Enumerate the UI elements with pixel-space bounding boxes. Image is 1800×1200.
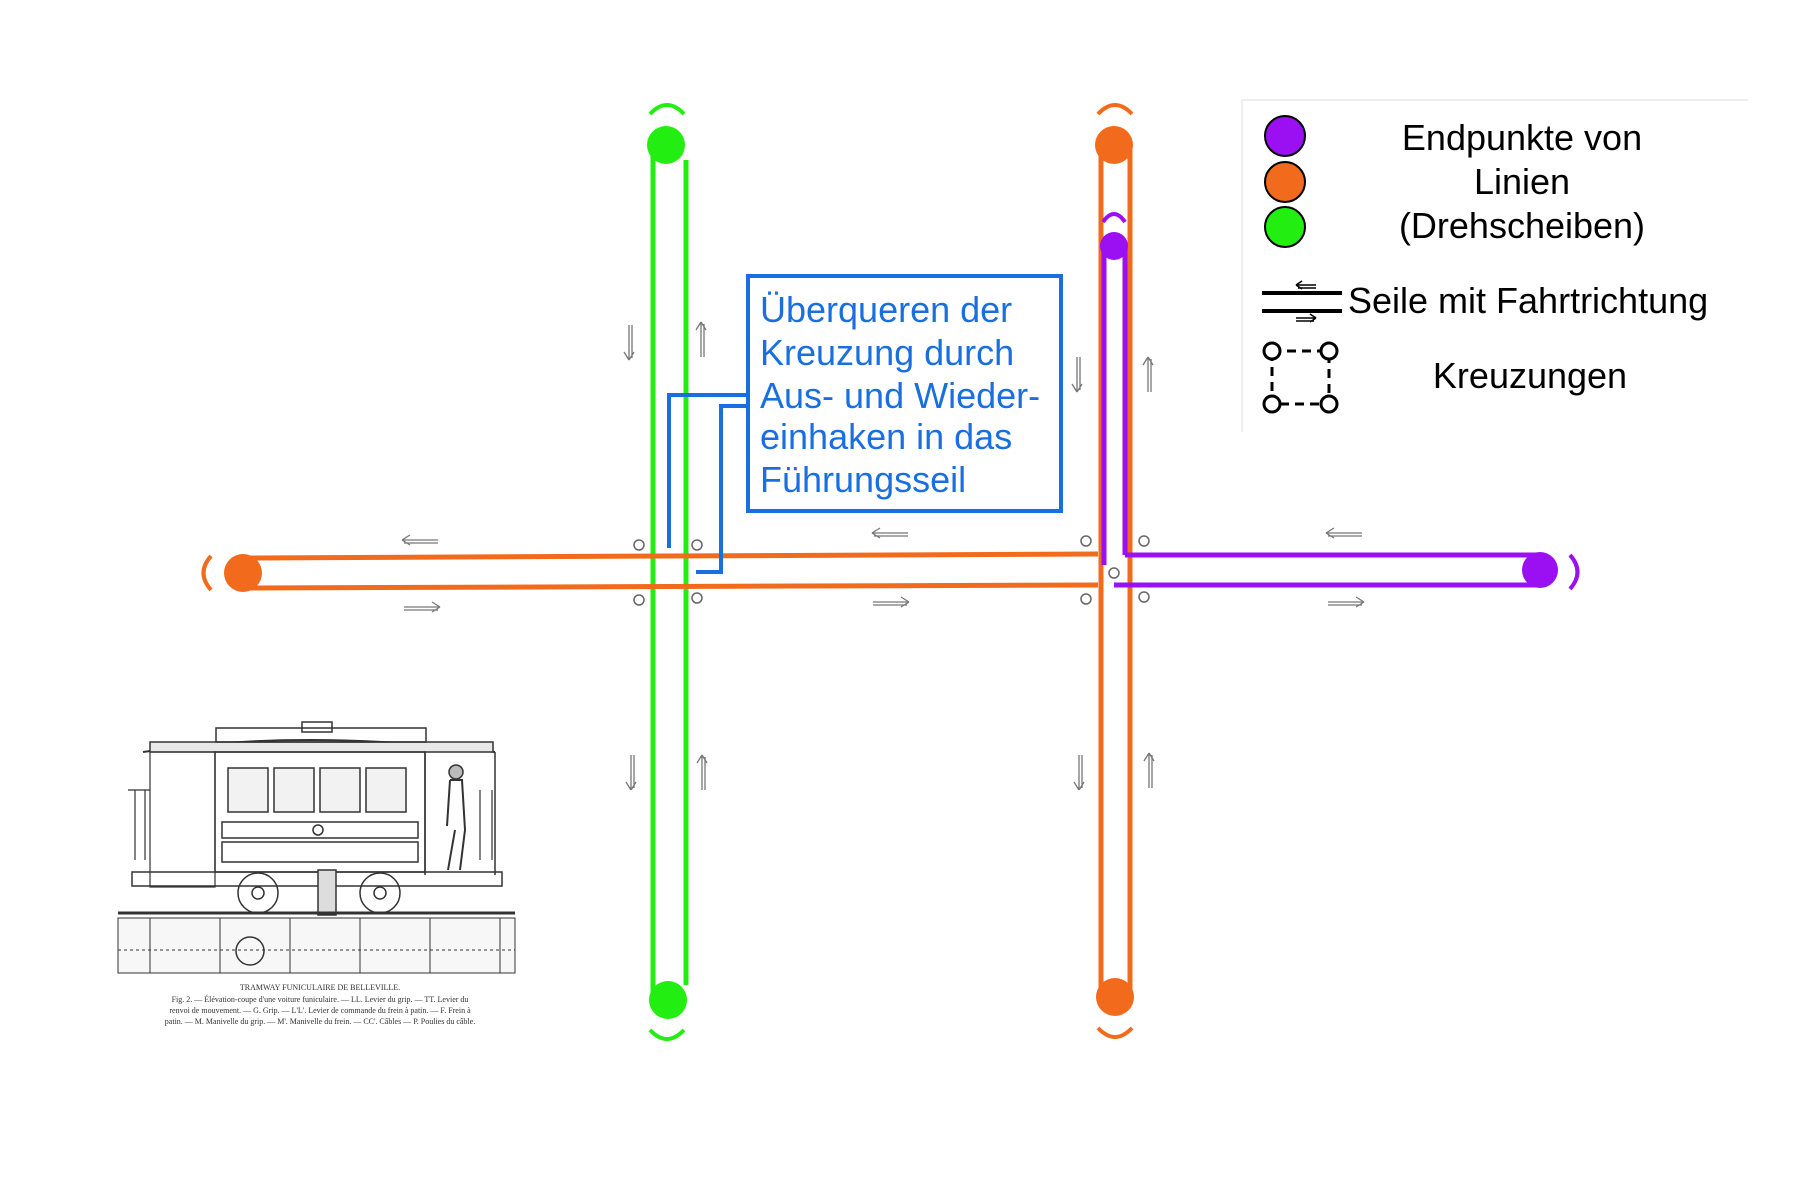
green-turntable-bottom-icon [648, 1028, 686, 1041]
crossing-ring-icon [1080, 535, 1092, 547]
callout-line-1: Überqueren der [760, 289, 1012, 330]
orange-endpoint-left [224, 554, 262, 592]
purple-endpoint-top [1100, 232, 1128, 260]
orange-horizontal-line [201, 551, 1099, 592]
arrow-right-icon [873, 596, 910, 608]
legend-crossings-label: Kreuzungen [1433, 355, 1627, 396]
crossing-ring-icon [1080, 593, 1092, 605]
arrow-up-icon [696, 754, 708, 790]
callout-leader-2 [696, 404, 748, 574]
callout-line-4: einhaken in das [760, 416, 1012, 457]
crossing-rings [633, 535, 1150, 606]
crossing-ring-icon [691, 592, 703, 604]
arrow-left-icon [1325, 527, 1362, 539]
legend: Endpunkte von Linien (Drehscheiben) Seil… [1241, 99, 1748, 432]
legend-endpoints-line1: Endpunkte von [1402, 117, 1642, 158]
purple-turntable-right-icon [1568, 553, 1580, 591]
green-endpoint-top [647, 126, 685, 164]
arrow-down-icon [1071, 357, 1083, 393]
arrow-down-icon [623, 325, 635, 361]
illustration-captions: TRAMWAY FUNICULAIRE DE BELLEVILLE. Fig. … [165, 983, 475, 1026]
legend-green-endpoint [1264, 206, 1306, 248]
callout-box [746, 274, 1063, 513]
legend-cables-label: Seile mit Fahrtrichtung [1348, 280, 1708, 321]
arrow-right-icon [404, 601, 441, 613]
orange-endpoint-top [1095, 126, 1133, 164]
illustration-caption-1: Fig. 2. — Élévation-coupe d'une voiture … [172, 994, 469, 1004]
crossing-ring-icon [633, 594, 645, 606]
legend-cable-icon [1262, 280, 1342, 323]
purple-endpoint-right [1522, 552, 1558, 588]
green-turntable-top-icon [648, 103, 686, 116]
direction-arrows [401, 321, 1365, 791]
green-endpoint-bottom [649, 981, 687, 1019]
callout-line-3: Aus- und Wieder- [760, 375, 1040, 416]
legend-endpoints-line3: (Drehscheiben) [1399, 205, 1645, 246]
callout: Überqueren der Kreuzung durch Aus- und W… [667, 274, 1063, 574]
legend-crossing-icon [1262, 341, 1339, 414]
legend-orange-endpoint [1264, 161, 1306, 203]
illustration-caption-2: renvoi de mouvement. — G. Grip. — L'L'. … [169, 1006, 471, 1015]
crossing-ring-icon [1138, 591, 1150, 603]
orange-turntable-bottom-icon [1096, 1026, 1134, 1039]
arrow-up-icon [1143, 752, 1155, 788]
orange-endpoint-bottom [1096, 978, 1134, 1016]
callout-line-5: Führungsseil [760, 459, 966, 500]
crossing-ring-icon [691, 539, 703, 551]
orange-cable-right [242, 582, 1099, 591]
purple-line [1100, 212, 1580, 591]
illustration-caption-3: patin. — M. Manivelle du grip. — M'. Man… [165, 1017, 475, 1026]
arrow-left-icon [871, 527, 908, 539]
cable-tram-illustration [117, 721, 516, 974]
crossing-ring-icon [633, 539, 645, 551]
callout-line-2: Kreuzung durch [760, 332, 1014, 373]
arrow-right-icon [1328, 596, 1365, 608]
arrow-up-icon [695, 321, 707, 357]
orange-turntable-top-icon [1096, 103, 1134, 116]
legend-purple-endpoint [1264, 115, 1306, 157]
arrow-down-icon [1073, 755, 1085, 791]
arrow-down-icon [625, 755, 637, 791]
arrow-up-icon [1142, 356, 1154, 392]
orange-turntable-left-icon [201, 554, 213, 592]
illustration-title: TRAMWAY FUNICULAIRE DE BELLEVILLE. [240, 983, 400, 992]
orange-vertical-line [1095, 103, 1134, 1039]
purple-turntable-top-icon [1101, 212, 1127, 224]
callout-leader-1 [667, 393, 748, 548]
crossing-ring-icon [1108, 567, 1120, 579]
crossing-ring-icon [1138, 535, 1150, 547]
orange-cable-left [242, 551, 1099, 561]
legend-endpoints-line2: Linien [1474, 161, 1570, 202]
arrow-left-icon [401, 534, 438, 546]
green-line [647, 103, 689, 1041]
